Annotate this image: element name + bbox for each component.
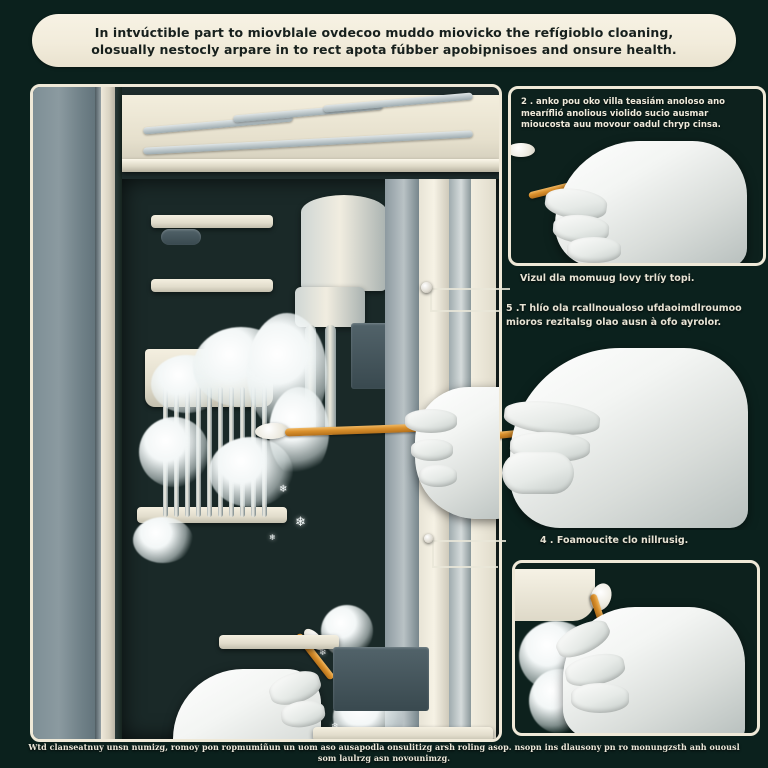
leader-dot <box>424 534 433 543</box>
illustration-hand-middle-right <box>500 340 768 530</box>
leader-line <box>430 288 432 310</box>
glove-finger <box>405 409 457 433</box>
main-illustration-panel: ❄ ❄ ❄ ❄ ❄ ❄ <box>30 84 502 742</box>
leader-line <box>432 540 506 542</box>
compressor-cylinder <box>301 195 387 291</box>
coolant-pipe <box>325 325 336 435</box>
cotton-swab-tip <box>511 143 535 157</box>
inset-top-right-caption: 2 . anko pou oko villa teasiám anoloso a… <box>521 97 725 130</box>
main-illustration-scene: ❄ ❄ ❄ ❄ ❄ ❄ <box>33 87 499 739</box>
glove-thumb <box>502 452 574 494</box>
bin-handle <box>161 229 201 245</box>
lower-shelf-rail <box>219 635 339 649</box>
fridge-door-edge <box>115 87 122 739</box>
fridge-door-slab <box>33 87 101 739</box>
step-caption-3: Vizul dla momuug lovy trlíy topi. <box>520 273 695 284</box>
frost-cluster <box>133 517 193 563</box>
footer-caption: Wtd clanseatnuy unsn numizg, romoy pon r… <box>28 742 740 763</box>
lower-compartment <box>333 647 429 711</box>
leader-line <box>432 566 498 568</box>
leader-dot <box>421 282 432 293</box>
inset-bottom-right[interactable] <box>512 560 760 736</box>
top-banner: In intvúctible part to miovblale ovdecoo… <box>32 14 736 67</box>
leader-line <box>430 310 502 312</box>
fridge-surface-corner <box>515 569 595 621</box>
fridge-door-gap <box>101 87 115 739</box>
inset-top-right[interactable]: 2 . anko pou oko villa teasiám anoloso a… <box>508 86 766 266</box>
step-caption-4: 4 . Foamoucite clo nillrusig. <box>540 535 689 546</box>
top-banner-text: In intvúctible part to miovblale ovdecoo… <box>91 24 677 57</box>
glove-finger <box>567 237 621 263</box>
door-bin <box>151 215 273 228</box>
leader-line <box>432 540 434 566</box>
glove-finger <box>411 439 453 461</box>
step-caption-5: 5 .T hlío ola rcallnoualoso ufdaoimdlrou… <box>506 303 742 328</box>
glove-finger <box>571 683 629 713</box>
glove-finger <box>419 465 457 487</box>
shelf-lip <box>122 159 499 172</box>
interior-wall-panel <box>385 179 419 739</box>
leader-line <box>430 288 510 290</box>
frost-cluster <box>139 417 209 487</box>
lower-shelf-rail <box>313 727 493 739</box>
door-bin <box>151 279 273 292</box>
